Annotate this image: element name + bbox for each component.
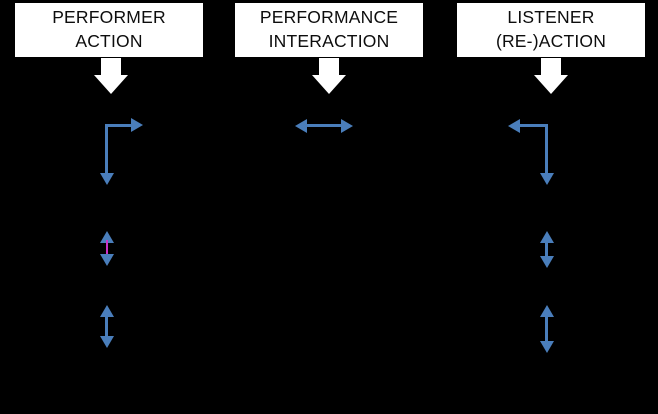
performer-row2-down-arrowhead (99, 254, 114, 266)
listener-row3-up-arrowhead (539, 305, 554, 317)
header-box-listener-line2: (RE-)ACTION (495, 31, 607, 51)
performer-row3-down-arrowhead (99, 336, 114, 348)
entry-arrow-performer-head (94, 75, 128, 94)
header-box-performance: PERFORMANCE INTERACTION (234, 2, 424, 58)
performer-row3-stem (105, 314, 108, 340)
elbow-performer-right-arrowhead (131, 118, 143, 132)
performer-row3-up-arrowhead (99, 305, 114, 317)
header-box-performer-line1: PERFORMER (52, 7, 166, 28)
header-box-performer-line2: ACTION (75, 31, 143, 51)
entry-arrow-performance-shaft (319, 58, 339, 76)
entry-arrow-performer-shaft (101, 58, 121, 76)
elbow-performer-down-arrowhead (99, 173, 114, 185)
entry-arrow-performance-head (312, 75, 346, 94)
entry-arrow-performer (94, 58, 128, 94)
performance-row1-right-arrowhead (341, 118, 353, 133)
listener-row2-down-arrowhead (539, 256, 554, 268)
elbow-performer-horizontal-stem (105, 124, 133, 127)
entry-arrow-listener (534, 58, 568, 94)
header-box-performance-line2: INTERACTION (268, 31, 390, 51)
header-box-listener: LISTENER (RE-)ACTION (456, 2, 646, 58)
listener-row2-stem (545, 240, 548, 262)
elbow-listener-vertical-stem (545, 124, 548, 174)
header-box-performer: PERFORMER ACTION (14, 2, 204, 58)
entry-arrow-listener-head (534, 75, 568, 94)
elbow-listener-horizontal-stem (520, 124, 548, 127)
header-box-listener-line1: LISTENER (507, 7, 595, 28)
listener-row2-up-arrowhead (539, 231, 554, 243)
performer-row2-magenta-stem (105, 240, 108, 260)
elbow-performer-vertical-stem (105, 124, 108, 174)
listener-row3-down-arrowhead (539, 341, 554, 353)
elbow-listener-left-arrowhead (508, 118, 520, 133)
performance-row1-left-arrowhead (295, 118, 307, 133)
listener-row3-stem (545, 314, 548, 344)
performance-row1-stem (304, 124, 348, 127)
entry-arrow-performance (312, 58, 346, 94)
header-box-performance-line1: PERFORMANCE (259, 7, 399, 28)
performer-row2-up-arrowhead (99, 231, 114, 243)
entry-arrow-listener-shaft (541, 58, 561, 76)
elbow-listener-down-arrowhead (539, 173, 554, 185)
